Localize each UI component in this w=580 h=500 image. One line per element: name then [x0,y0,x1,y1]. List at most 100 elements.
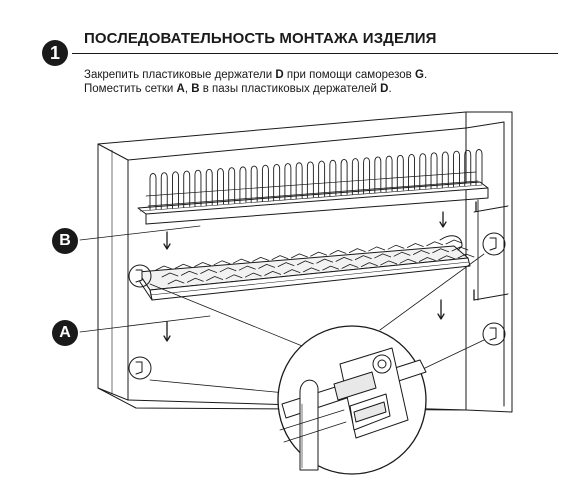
side-rails [473,199,509,301]
cup-chevron [219,267,237,273]
cup-chevron [277,262,295,267]
holder-callouts [128,232,506,380]
plate-bar [408,154,416,191]
plate-bar [318,160,326,198]
plate-bar [385,155,393,193]
cup-chevron [213,260,231,266]
cup-chevron [290,253,308,259]
cup-chevron [296,260,314,266]
cup-chevron [445,239,463,245]
plate-bar [306,161,314,199]
callout-badge-a: A [52,320,78,346]
cup-chevron [412,250,430,255]
cup-chevron [244,272,262,278]
plate-bar [250,165,258,203]
cup-chevron [200,269,218,274]
cup-chevron [451,246,469,252]
part-b-label: B [191,83,200,95]
pointer-lines [79,225,485,395]
cup-chevron [155,265,173,271]
plate-bar [172,171,179,209]
cup-chevron [174,263,192,269]
cup-chevron [252,256,270,262]
plate-bar [453,150,460,188]
part-a-label: A [176,83,185,95]
cup-chevron [399,258,417,264]
plate-bar [284,163,292,201]
cup-chevron [271,255,289,260]
cup-chevron [354,255,372,261]
cup-chevron [335,257,353,262]
plate-bar [464,149,472,187]
plate-bar [216,168,224,206]
step-number-badge: 1 [42,40,68,66]
plate-bar [396,154,404,192]
cup-chevron [167,279,185,285]
cup-chevron [360,262,378,268]
cup-chevron [225,274,243,280]
plate-bar [228,167,236,205]
cup-chevron [322,265,340,271]
plate-bar [340,158,348,196]
cup-chevron [393,251,411,257]
cup-chevron [316,258,334,264]
cup-chevron [238,265,256,271]
cup-chevron [283,269,301,274]
cup-chevron [194,262,212,267]
plate-bar [273,163,281,201]
cup-chevron [406,243,424,248]
cup-chevron [341,264,359,269]
cup-chevron [432,248,450,254]
plate-bar [441,151,449,189]
lower-dish-rack [137,235,475,301]
cup-chevron [438,255,456,261]
step-title: ПОСЛЕДОВАТЕЛЬНОСТЬ МОНТАЖА ИЗДЕЛИЯ [84,30,437,47]
plate-bar [160,172,168,210]
cup-chevron [418,257,436,262]
cup-chevron [380,260,398,266]
cup-chevron [206,276,224,281]
cup-chevron [232,258,250,264]
part-d-label: D [275,69,284,81]
plate-bar [374,156,382,194]
part-g-label: G [414,69,424,81]
plate-bar [475,149,483,186]
plate-bar [194,169,202,208]
cup-chevron [374,253,392,259]
down-arrows [163,201,477,342]
cup-chevron [302,267,320,273]
detail-magnifier [277,325,427,475]
plate-bar [261,164,269,202]
plate-bar [295,162,303,200]
plate-holder-bars [149,149,483,211]
part-d-label-2: D [380,83,389,95]
instructions: Закрепить пластиковые держатели D при по… [84,68,427,96]
plate-bar [183,170,191,208]
cup-chevron [180,270,198,276]
title-rule [72,53,558,54]
cup-chevron [161,272,179,278]
plate-bar [205,168,213,207]
plate-bar [351,158,359,195]
callout-badge-b: B [52,228,78,254]
cup-chevron [264,270,282,276]
cup-chevron [258,263,276,269]
cup-chevron [426,241,444,247]
cup-chevron [387,244,405,250]
cup-chevron [186,277,204,283]
cup-chevron [457,253,475,259]
cup-holder-chevrons [155,239,475,285]
plate-bar [419,153,427,190]
cup-chevron [329,250,347,255]
instruction-line-2: Поместить сетки A, B в пазы пластиковых … [84,83,392,95]
plate-bar [329,159,337,197]
plate-bar [239,166,247,204]
cup-chevron [310,251,328,257]
upper-dish-rack [137,149,489,225]
cup-chevron [368,246,386,252]
plate-bar [149,173,157,211]
instruction-line-1: Закрепить пластиковые держатели D при по… [84,69,428,81]
plate-bar [363,157,371,195]
cup-chevron [348,248,366,254]
